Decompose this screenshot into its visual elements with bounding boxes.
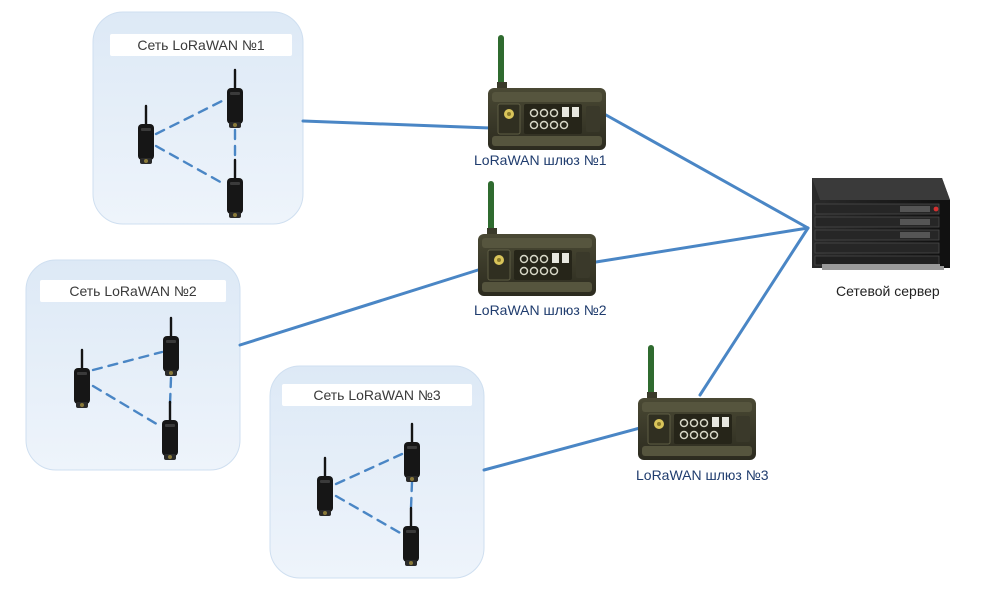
link-network1-gateway1 xyxy=(301,119,492,130)
dashed-link-n1-a xyxy=(154,98,226,136)
cluster-network-1 xyxy=(92,11,304,225)
network-server-icon xyxy=(812,178,950,270)
dashed-link-n3-b xyxy=(334,494,404,536)
gateway-icon xyxy=(478,184,596,296)
dashed-link-n2-c xyxy=(168,376,173,406)
gateway-3-label: LoRaWAN шлюз №3 xyxy=(636,467,769,483)
network-3-title: Сеть LoRaWAN №3 xyxy=(282,384,472,406)
gateway-icon xyxy=(488,38,606,150)
dashed-link-n1-b xyxy=(154,144,226,186)
gateway-2-label: LoRaWAN шлюз №2 xyxy=(474,302,607,318)
cluster-network-3 xyxy=(269,365,485,579)
link-network2-gateway2 xyxy=(238,268,480,347)
dashed-link-n2-a xyxy=(91,350,164,372)
server-label: Сетевой сервер xyxy=(836,283,940,299)
link-network3-gateway3 xyxy=(482,426,642,472)
network-1-title: Сеть LoRaWAN №1 xyxy=(110,34,292,56)
gateway-1-label: LoRaWAN шлюз №1 xyxy=(474,152,607,168)
link-gateway2-server xyxy=(594,226,810,264)
link-gateway1-server xyxy=(604,113,810,230)
link-gateway3-server xyxy=(698,226,810,397)
gateway-icon xyxy=(638,348,756,460)
dashed-link-n3-a xyxy=(334,452,404,486)
network-2-title: Сеть LoRaWAN №2 xyxy=(40,280,226,302)
dashed-link-n3-c xyxy=(409,480,414,510)
dashed-link-n2-b xyxy=(91,384,162,428)
cluster-network-2 xyxy=(25,259,241,471)
